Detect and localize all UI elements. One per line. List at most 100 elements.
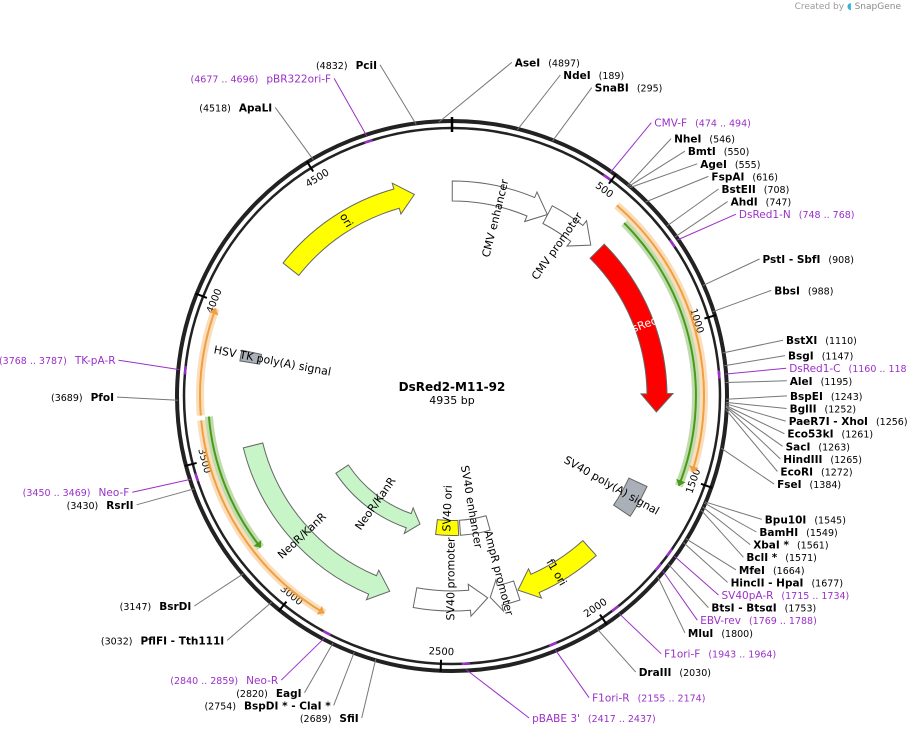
site-position: (546) [709,135,735,146]
site-position: (2754) [204,701,236,712]
enzyme-label-nhei[interactable]: NheI(546) [674,134,735,146]
enzyme-label-bmti[interactable]: BmtI(550) [688,146,749,158]
enzyme-label-bspei[interactable]: BspEI(1243) [790,391,862,403]
feature-cmv-promoter[interactable] [542,205,592,247]
site-position: (1252) [825,405,857,416]
enzyme-label-bsgi[interactable]: BsgI(1147) [788,351,853,363]
enzyme-label-ndei[interactable]: NdeI(189) [563,70,624,82]
site-name: Eco53kI [787,429,833,441]
enzyme-label-fspai[interactable]: FspAI(616) [711,171,778,183]
leader-f1ori-r [554,649,590,698]
orf-neo-orange[interactable] [200,420,325,615]
primer-label-neo-r[interactable]: (2840 .. 2859)Neo-R [170,675,278,687]
enzyme-label-bspdi-clai-[interactable]: (2754)BspDI * - ClaI * [204,700,331,712]
enzyme-label-alei[interactable]: AleI(1195) [790,376,852,388]
enzyme-label-bsrdi[interactable]: (3147)BsrDI [120,601,192,613]
enzyme-label-apali[interactable]: (4518)ApaLI [199,102,272,114]
enzyme-label-bsteii[interactable]: BstEII(708) [722,184,790,196]
orf-dsred-orange[interactable] [616,204,705,473]
enzyme-label-rsrii[interactable]: (3430)RsrII [67,500,134,512]
site-name: Neo-F [99,487,130,499]
primer-label-pbr322ori-f[interactable]: (4677 .. 4696)pBR322ori-F [191,73,332,85]
primer-label-sv40pa-r[interactable]: SV40pA-R(1715 .. 1734) [722,590,850,602]
enzyme-label-mfei[interactable]: MfeI(1664) [739,565,805,577]
enzyme-label-draiii[interactable]: DraIII(2030) [639,667,711,679]
leader-xbai- [702,506,751,545]
leader-bpu10i [704,501,762,520]
leader-bspdi-clai- [333,651,355,706]
enzyme-label-fsei[interactable]: FseI(1384) [777,479,841,491]
enzyme-label-sfii[interactable]: (2689)SfiI [300,713,359,725]
enzyme-label-ahdi[interactable]: AhdI(747) [731,197,792,209]
feature-cmv-enhancer[interactable] [451,180,549,223]
site-name: AseI [515,57,540,69]
enzyme-label-pflfi-tth111i[interactable]: (3032)PflFI - Tth111I [101,635,224,647]
site-name: XbaI * [753,540,789,552]
primer-mark-tk-pa-r [183,366,187,375]
primer-label-f1ori-r[interactable]: F1ori-R(2155 .. 2174) [592,693,705,705]
enzyme-label-mlui[interactable]: MluI(1800) [688,628,753,640]
feature-sv40-ori[interactable] [435,519,460,536]
primer-label-tk-pa-r[interactable]: (3768 .. 3787)TK-pA-R [0,355,116,367]
leader-cmv-f [610,122,652,173]
site-name: PaeR7I - XhoI [789,416,868,428]
enzyme-label-bbsi[interactable]: BbsI(988) [774,285,833,297]
enzyme-label-bglii[interactable]: BglII(1252) [790,404,857,416]
enzyme-label-pfoi[interactable]: (3689)PfoI [51,392,114,404]
enzyme-label-bpu10i[interactable]: Bpu10I(1545) [765,514,846,526]
primer-label-f1ori-f[interactable]: F1ori-F(1943 .. 1964) [664,649,776,661]
primer-mark-sv40pa-r [666,548,673,557]
feature-dsred2[interactable] [589,243,675,413]
primer-label-neo-f[interactable]: (3450 .. 3469)Neo-F [23,487,130,499]
leader-bsgi [724,355,786,367]
primer-label-dsred1-n[interactable]: DsRed1-N(748 .. 768) [739,209,855,221]
enzyme-label-ecori[interactable]: EcoRI(1272) [780,467,852,479]
enzyme-label-btsi-btsαi[interactable]: BtsI - BtsαI(1753) [711,603,816,615]
primer-label-dsred1-c[interactable]: DsRed1-C(1160 .. 1183) [789,363,907,375]
feature-neor-kanr-2[interactable] [335,464,421,535]
leader-bsteii [666,188,719,227]
feature-ampr-promoter[interactable] [489,577,521,613]
primer-label-ebv-rev[interactable]: EBV-rev(1769 .. 1788) [700,615,817,627]
enzyme-label-psti-sbfi[interactable]: PstI - SbfI(908) [763,254,854,266]
enzyme-label-snabi[interactable]: SnaBI(295) [595,83,663,95]
site-position: (1272) [821,468,853,479]
feature-neor-kanr-1[interactable] [242,442,391,601]
enzyme-label-hincii-hpai[interactable]: HincII - HpaI(1677) [731,577,843,589]
orf-tk-orange[interactable] [199,308,217,416]
tick-1000 [704,314,717,320]
primer-label-pbabe-3-[interactable]: pBABE 3'(2417 .. 2437) [532,713,656,725]
enzyme-label-eagi[interactable]: (2820)EagI [236,688,301,700]
enzyme-label-paer7i-xhoi[interactable]: PaeR7I - XhoI(1256) [789,416,907,428]
enzyme-label-xbai-[interactable]: XbaI *(1561) [753,540,828,552]
site-name: SfiI [339,713,358,725]
site-position: (748 .. 768) [799,210,855,221]
enzyme-label-saci[interactable]: SacI(1263) [786,441,850,453]
feature-ori[interactable] [282,182,416,277]
enzyme-label-eco53ki[interactable]: Eco53kI (1261) [787,429,873,441]
feature-hsv-tk-polya[interactable] [239,349,263,365]
primer-label-cmv-f[interactable]: CMV-F(474 .. 494) [654,118,751,130]
enzyme-label-pcii[interactable]: (4832)PciI [316,60,377,72]
enzyme-label-agei[interactable]: AgeI(555) [700,159,760,171]
leader-pfoi [116,396,179,401]
leader-psti-sbfi [702,258,760,287]
enzyme-label-asei[interactable]: AseI(4897) [515,57,580,69]
feature-sv40-enhancer[interactable] [458,515,491,536]
enzyme-label-hindiii[interactable]: HindIII(1265) [783,454,862,466]
site-name: SV40pA-R [722,590,774,602]
leader-dsred1-n [677,213,737,241]
enzyme-label-bstxi[interactable]: BstXI(1110) [786,335,857,347]
site-name: Bpu10I [765,514,807,526]
leader-bmti [628,150,686,187]
orf-neo-green[interactable] [207,416,262,549]
feature-sv40-promoter[interactable] [412,583,489,618]
leader-pcii [379,64,417,125]
feature-f1-ori[interactable] [517,539,597,599]
orf-dsred-green[interactable] [623,222,697,487]
enzyme-label-bamhi[interactable]: BamHI(1549) [759,527,837,539]
enzyme-label-bcli-[interactable]: BclI *(1571) [746,552,816,564]
feature-sv40-polya[interactable] [612,477,648,517]
site-position: (1261) [842,430,874,441]
site-name: PciI [356,60,377,72]
